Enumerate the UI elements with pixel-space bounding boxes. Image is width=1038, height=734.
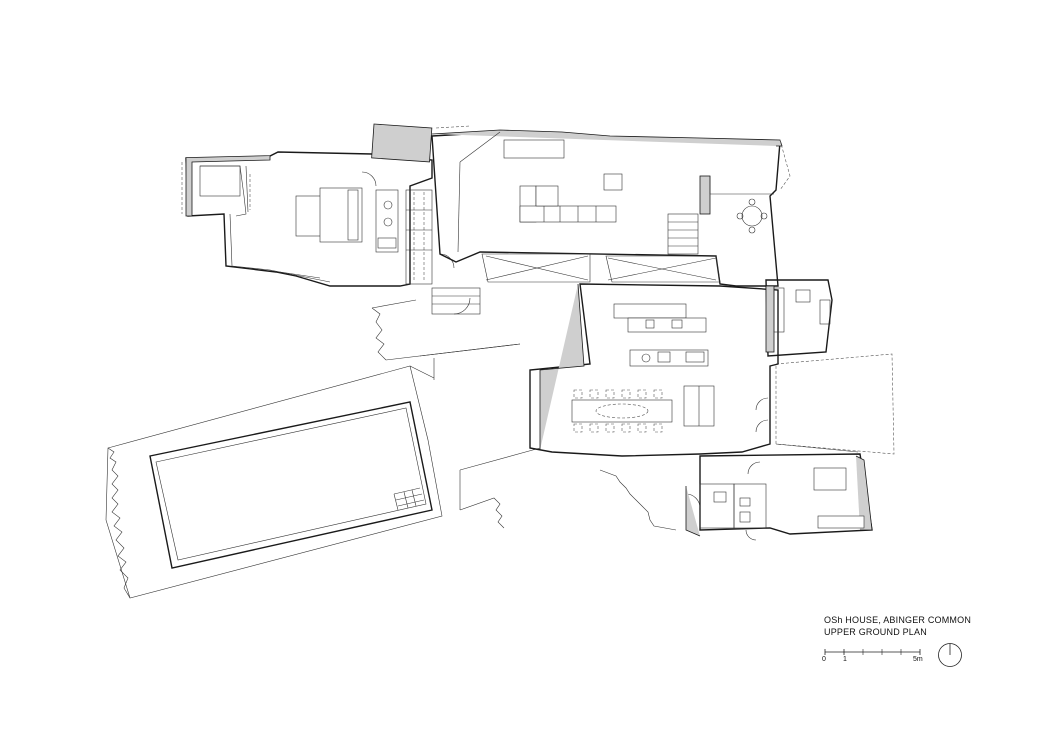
scale-label-five: 5m [913,656,923,663]
central-living [431,129,783,287]
round-table [736,198,768,234]
drawing-title-block: OSh HOUSE, ABINGER COMMON UPPER GROUND P… [824,614,971,638]
swimming-pool [105,358,443,599]
kitchen-dining [529,283,779,457]
entry-steps [431,287,481,315]
bed-south [813,467,847,491]
west-wing [185,123,455,287]
scale-label-one: 1 [843,656,847,663]
roof-outline-dashed [181,125,791,214]
terrace-lines [371,299,895,531]
sofa [519,185,617,223]
scale-label-zero: 0 [822,656,826,663]
drawing-subtitle: UPPER GROUND PLAN [824,627,927,637]
staircase-west [405,189,433,285]
pool-steps [393,487,425,511]
ottoman [603,173,623,191]
utility-room [765,279,833,357]
project-title: OSh HOUSE, ABINGER COMMON [824,615,972,625]
south-east-wing [685,453,873,541]
north-arrow-icon [938,643,962,667]
kitchen-island [613,303,687,319]
scale-bar [824,649,921,655]
staircase-east [667,213,699,255]
dining-table [571,389,673,433]
